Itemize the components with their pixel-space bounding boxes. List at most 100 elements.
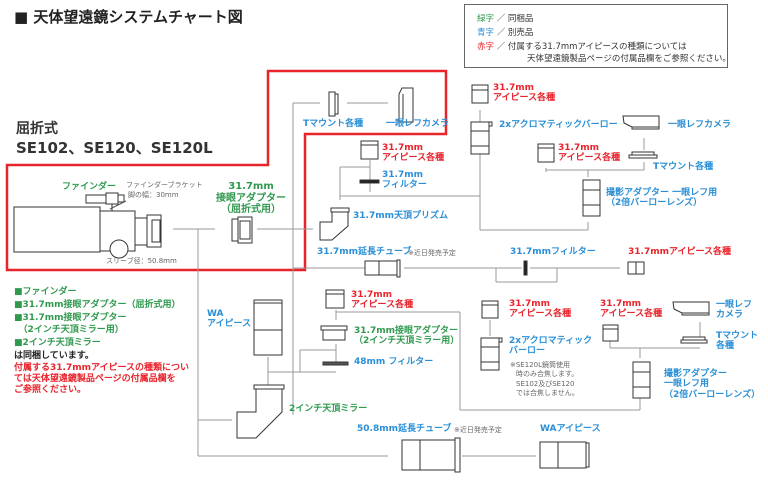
legend-key-green: 緑字 [477,14,495,24]
barlow-bottom-part [480,337,503,371]
barlow-top-part [470,121,493,155]
label-ext-tube-508-note: ※近日発売予定 [454,426,502,434]
slr-camera-bottom-part [672,301,710,316]
label-filter-317-mid: 31.7mmフィルター [510,247,596,257]
label-barlow-note-4: では合焦しません。 [516,389,579,398]
tmount-right-part [628,151,658,159]
label-photo-adapter-bottom: 撮影アダプター一眼レフ用（2倍バーローレンズ） [664,369,760,400]
tmount-top-part [328,91,336,117]
ext-tube-508-part [401,437,461,473]
label-adapter-2in: 31.7mm接眼アダプター（2インチ天頂ミラー用） [354,326,459,347]
legend-val-green: ／ 同梱品 [496,14,534,24]
connector-lines [173,102,701,457]
label-slr-bottom: 一眼レフカメラ [716,300,752,321]
label-slr-bottom-2: カメラ [716,310,744,321]
tmount-bottom-part [680,336,708,344]
label-barlow-bottom-2: バーロー [509,346,546,357]
label-tmount-bottom-2: 各種 [716,341,735,352]
filter-317-part [359,179,380,184]
model-heading: 屈折式 SE102、SE120、SE120L [16,121,213,157]
label-adapter-refractor-1: 31.7mm [228,181,274,192]
photo-adapter-right-part [582,179,601,217]
filter-48-part [322,361,349,366]
label-barlow-note-1: ※SE120L鏡筒使用 [510,361,570,369]
label-eyepiece-a-1: 31.7mm [382,143,423,153]
label-photo-adapter-2: （2倍バーローレンズ） [606,198,703,209]
label-eyepiece-f-1: 31.7mm [600,299,641,309]
label-barlow-note-3: SE102及びSE120 [516,379,575,388]
label-eyepiece-d-1: 31.7mm [351,290,392,300]
legend-row-note: 赤字 ／ 付属する31.7mmアイピースの種類については [477,40,687,52]
eyepiece-adapter-refractor [231,216,253,244]
eyepiece-mid-part [627,261,645,275]
model-names: SE102、SE120、SE120L [16,138,213,157]
label-finder: ファインダー [62,182,117,192]
label-ext-tube-317-note: ※近日発売予定 [408,249,456,257]
label-filter-317-2: フィルター [382,180,427,191]
note-included-text: は同梱しています。 [14,350,94,361]
legend-val-blue: ／ 別売品 [496,28,534,38]
legend-key-blue: 青字 [477,28,495,38]
label-eyepiece-mid: 31.7mmアイピース各種 [628,247,732,257]
label-eyepiece-e-1: 31.7mm [509,299,550,309]
label-eyepiece-d-2: アイピース各種 [351,300,414,311]
slr-camera-right-part [622,115,660,130]
note-item-adapter-refractor: ■31.7mm接眼アダプター（屈折式用） [14,299,181,310]
label-photo-adapter-right: 撮影アダプター 一眼レフ用（2倍バーローレンズ） [606,188,717,209]
eyepiece-a-part [360,140,379,160]
label-eyepiece-c-2: アイピース各種 [558,153,621,164]
label-barlow-bottom: 2xアクロマティックバーロー [509,336,592,357]
note-item-finder: ■ファインダー [14,287,77,297]
label-wa-eyepiece-1: WA [207,309,224,319]
label-finder-bracket: ファインダーブラケット [126,181,203,189]
label-slr-right: 一眼レフカメラ [668,120,732,130]
label-mirror-2in: 2インチ天頂ミラー [289,404,368,414]
ext-tube-317-part [364,259,401,278]
label-barlow-note-2: 時のみ合焦します。 [516,370,579,379]
wa-eyepiece-bottom-part [539,441,590,469]
eyepiece-b-part [471,84,489,104]
telescope-tube [13,192,162,259]
color-legend: 緑字 ／ 同梱品 青字 ／ 別売品 赤字 ／ 付属する31.7mmアイピースの種… [464,4,731,68]
diagonal-prism-part [319,207,350,241]
label-tmount-right: Tマウント各種 [653,162,714,172]
label-adapter-refractor-3: （屈折式用） [221,204,281,215]
note-red-2: ては天体望遠鏡製品ページの付属品欄を [14,373,176,384]
label-adapter-refractor-2: 接眼アダプター [216,192,286,204]
legend-key-red: 赤字 [477,42,495,52]
label-filter-48: 48mm フィルター [354,357,434,367]
label-ext-tube-508: 50.8mm延長チューブ [357,424,452,434]
legend-row-optional: 青字 ／ 別売品 [477,26,533,38]
label-photo-adapter-b-2: 一眼レフ用 [664,379,710,390]
label-eyepiece-e-2: アイピース各種 [509,309,572,320]
model-type: 屈折式 [16,121,58,137]
page-title: ■ 天体望遠鏡システムチャート図 [14,8,243,26]
eyepiece-c-part [537,143,555,163]
label-prism: 31.7mm天頂プリズム [353,211,448,221]
legend-row-included: 緑字 ／ 同梱品 [477,12,533,24]
eyepiece-d-part [325,289,345,309]
label-eyepiece-f-2: アイピース各種 [600,309,663,320]
label-adapter-2in-2: （2インチ天頂ミラー用） [354,336,460,347]
label-adapter-refractor: 31.7mm 接眼アダプター （屈折式用） [216,181,286,216]
included-items-notes: ■ファインダー ■31.7mm接眼アダプター（屈折式用） ■31.7mm接眼アダ… [14,286,189,396]
note-red-3: ご参照ください。 [14,385,87,396]
label-eyepiece-b-2: アイピース各種 [493,93,556,104]
label-ext-tube-317: 31.7mm延長チューブ [317,247,412,257]
note-item-adapter-2in-cont: （2インチ天頂ミラー用） [14,325,124,336]
label-eyepiece-b-1: 31.7mm [493,83,534,93]
mirror-2in-part [236,384,285,439]
label-barlow-note: ※SE120L鏡筒使用 時のみ合焦します。 SE102及びSE120 では合焦し… [510,361,579,399]
label-adapter-2in-1: 31.7mm接眼アダプター [354,326,458,336]
adapter-2in-part [320,325,348,341]
label-eyepiece-a-2: アイピース各種 [382,153,445,164]
note-red-1: 付属する31.7mmアイピースの種類につい [14,362,190,373]
highlight-frame [5,69,448,272]
